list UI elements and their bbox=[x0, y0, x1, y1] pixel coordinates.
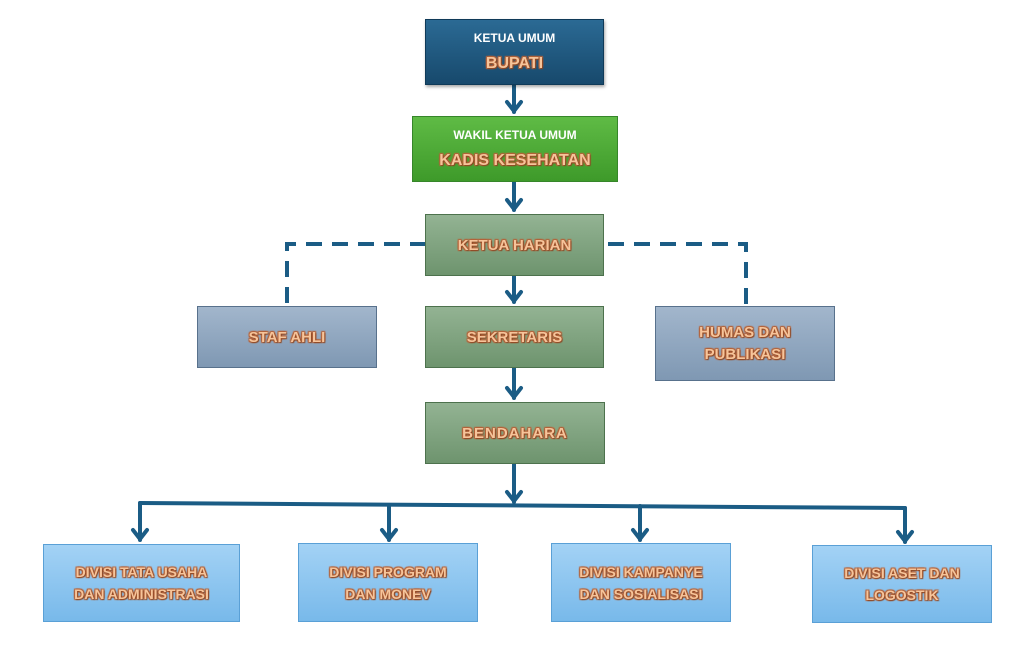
dashed-connector-humas bbox=[608, 242, 748, 306]
node-line1: HUMAS DAN bbox=[699, 323, 791, 341]
arrowhead bbox=[505, 100, 523, 113]
arrowhead bbox=[896, 530, 914, 543]
node-role: WAKIL KETUA UMUM bbox=[453, 128, 577, 142]
node-division-aset: DIVISI ASET DAN LOGOSTIK bbox=[812, 545, 992, 623]
node-label: STAF AHLI bbox=[248, 328, 326, 346]
node-name: KADIS KESEHATAN bbox=[439, 152, 591, 169]
node-line2: DAN MONEV bbox=[345, 585, 431, 602]
arrowhead bbox=[131, 528, 149, 541]
node-ketua-umum: KETUA UMUM BUPATI bbox=[425, 19, 604, 85]
node-wakil-ketua-umum: WAKIL KETUA UMUM KADIS KESEHATAN bbox=[412, 116, 618, 182]
node-line1: DIVISI KAMPANYE bbox=[579, 563, 703, 580]
node-line1: DIVISI ASET DAN bbox=[844, 565, 960, 581]
node-division-kampanye: DIVISI KAMPANYE DAN SOSIALISASI bbox=[551, 543, 731, 622]
node-line2: LOGOSTIK bbox=[865, 587, 939, 603]
node-staf-ahli: STAF AHLI bbox=[197, 306, 377, 368]
node-line2: DAN ADMINISTRASI bbox=[74, 586, 209, 602]
node-line2: DAN SOSIALISASI bbox=[579, 585, 703, 602]
node-name: BUPATI bbox=[485, 55, 544, 72]
node-label: SEKRETARIS bbox=[466, 328, 563, 346]
arrowhead bbox=[505, 386, 523, 399]
dashed-connector-staf-ahli bbox=[285, 242, 426, 306]
node-label: BENDAHARA bbox=[462, 424, 568, 442]
node-division-program: DIVISI PROGRAM DAN MONEV bbox=[298, 543, 478, 622]
node-line1: DIVISI TATA USAHA bbox=[75, 564, 208, 580]
arrowhead bbox=[380, 528, 398, 541]
node-bendahara: BENDAHARA bbox=[425, 402, 605, 464]
arrowhead bbox=[505, 490, 523, 503]
node-line2: PUBLIKASI bbox=[704, 345, 786, 363]
node-humas: HUMAS DAN PUBLIKASI bbox=[655, 306, 835, 381]
arrowhead bbox=[631, 528, 649, 541]
division-bus-line bbox=[138, 501, 907, 510]
node-role: KETUA UMUM bbox=[473, 31, 556, 45]
node-label: KETUA HARIAN bbox=[457, 236, 572, 254]
node-ketua-harian: KETUA HARIAN bbox=[425, 214, 604, 276]
node-sekretaris: SEKRETARIS bbox=[425, 306, 604, 368]
node-line1: DIVISI PROGRAM bbox=[329, 563, 447, 580]
arrowhead bbox=[505, 198, 523, 211]
arrowhead bbox=[505, 290, 523, 303]
node-division-tata-usaha: DIVISI TATA USAHA DAN ADMINISTRASI bbox=[43, 544, 240, 622]
